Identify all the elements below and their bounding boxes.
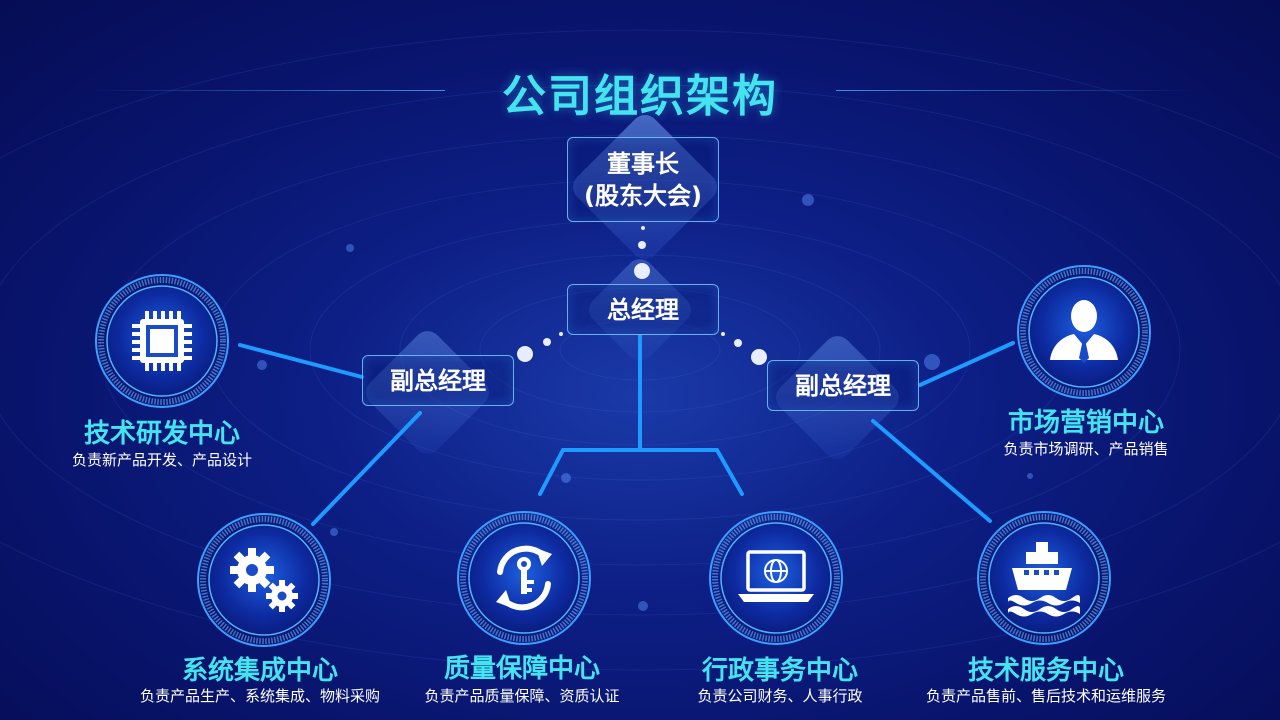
dot-top-1 (641, 226, 645, 230)
center-admin-name: 行政事务中心 (701, 656, 858, 686)
dot-right-1 (721, 332, 725, 336)
vice-manager-left-box: 副总经理 (362, 355, 514, 406)
dot-left-3 (517, 346, 533, 362)
dot-top-3 (634, 263, 650, 279)
center-rd-name: 技术研发中心 (83, 419, 240, 449)
cpu-chip-icon (132, 311, 192, 371)
link-vpl-si (311, 411, 422, 526)
center-marketing-desc: 负责市场调研、产品销售 (1003, 440, 1169, 458)
center-marketing-name: 市场营销中心 (1007, 408, 1164, 438)
vice-manager-right-label: 副总经理 (795, 371, 891, 400)
center-service-badge (976, 510, 1112, 646)
link-vpr-mkt (918, 341, 1015, 387)
center-service-name: 技术服务中心 (967, 656, 1124, 686)
center-marketing-badge (1016, 264, 1152, 400)
vice-manager-right-box: 副总经理 (767, 360, 919, 411)
center-quality-desc: 负责产品质量保障、资质认证 (424, 687, 620, 705)
ship-icon (1008, 542, 1080, 617)
businessman-icon (1050, 300, 1118, 363)
chairman-title: 董事长 (607, 149, 679, 178)
dot-left-1 (559, 332, 563, 336)
center-integration-badge (196, 512, 332, 648)
general-manager-label: 总经理 (607, 295, 679, 324)
center-integration-name: 系统集成中心 (181, 656, 338, 686)
title-area: 公司组织架构 (0, 58, 1280, 122)
dot-right-3 (751, 349, 767, 365)
gears-icon (230, 548, 298, 612)
center-admin-desc: 负责公司财务、人事行政 (697, 687, 863, 705)
dot-left-2 (543, 338, 551, 346)
laptop-globe-icon (738, 550, 814, 602)
center-quality-name: 质量保障中心 (443, 654, 600, 684)
center-service-desc: 负责产品售前、售后技术和运维服务 (925, 687, 1166, 705)
link-vpr-svc (871, 419, 992, 523)
dot-top-2 (638, 241, 646, 249)
center-rd-desc: 负责新产品开发、产品设计 (71, 451, 252, 469)
page-title: 公司组织架构 (502, 71, 778, 122)
general-manager-box: 总经理 (567, 284, 719, 335)
center-rd-badge (94, 273, 230, 409)
center-admin-badge (708, 510, 844, 646)
dot-right-2 (734, 339, 742, 347)
center-quality-badge (456, 510, 592, 646)
title-divider-left (90, 90, 445, 91)
vice-manager-left-label: 副总经理 (390, 366, 486, 395)
title-divider-right (836, 90, 1196, 91)
center-integration-desc: 负责产品生产、系统集成、物料采购 (139, 687, 380, 705)
link-branch-middle (538, 448, 744, 496)
chairman-subtitle: (股东大会) (584, 181, 702, 210)
chairman-box: 董事长 (股东大会) (567, 137, 719, 222)
link-vpl-rd (238, 343, 364, 379)
